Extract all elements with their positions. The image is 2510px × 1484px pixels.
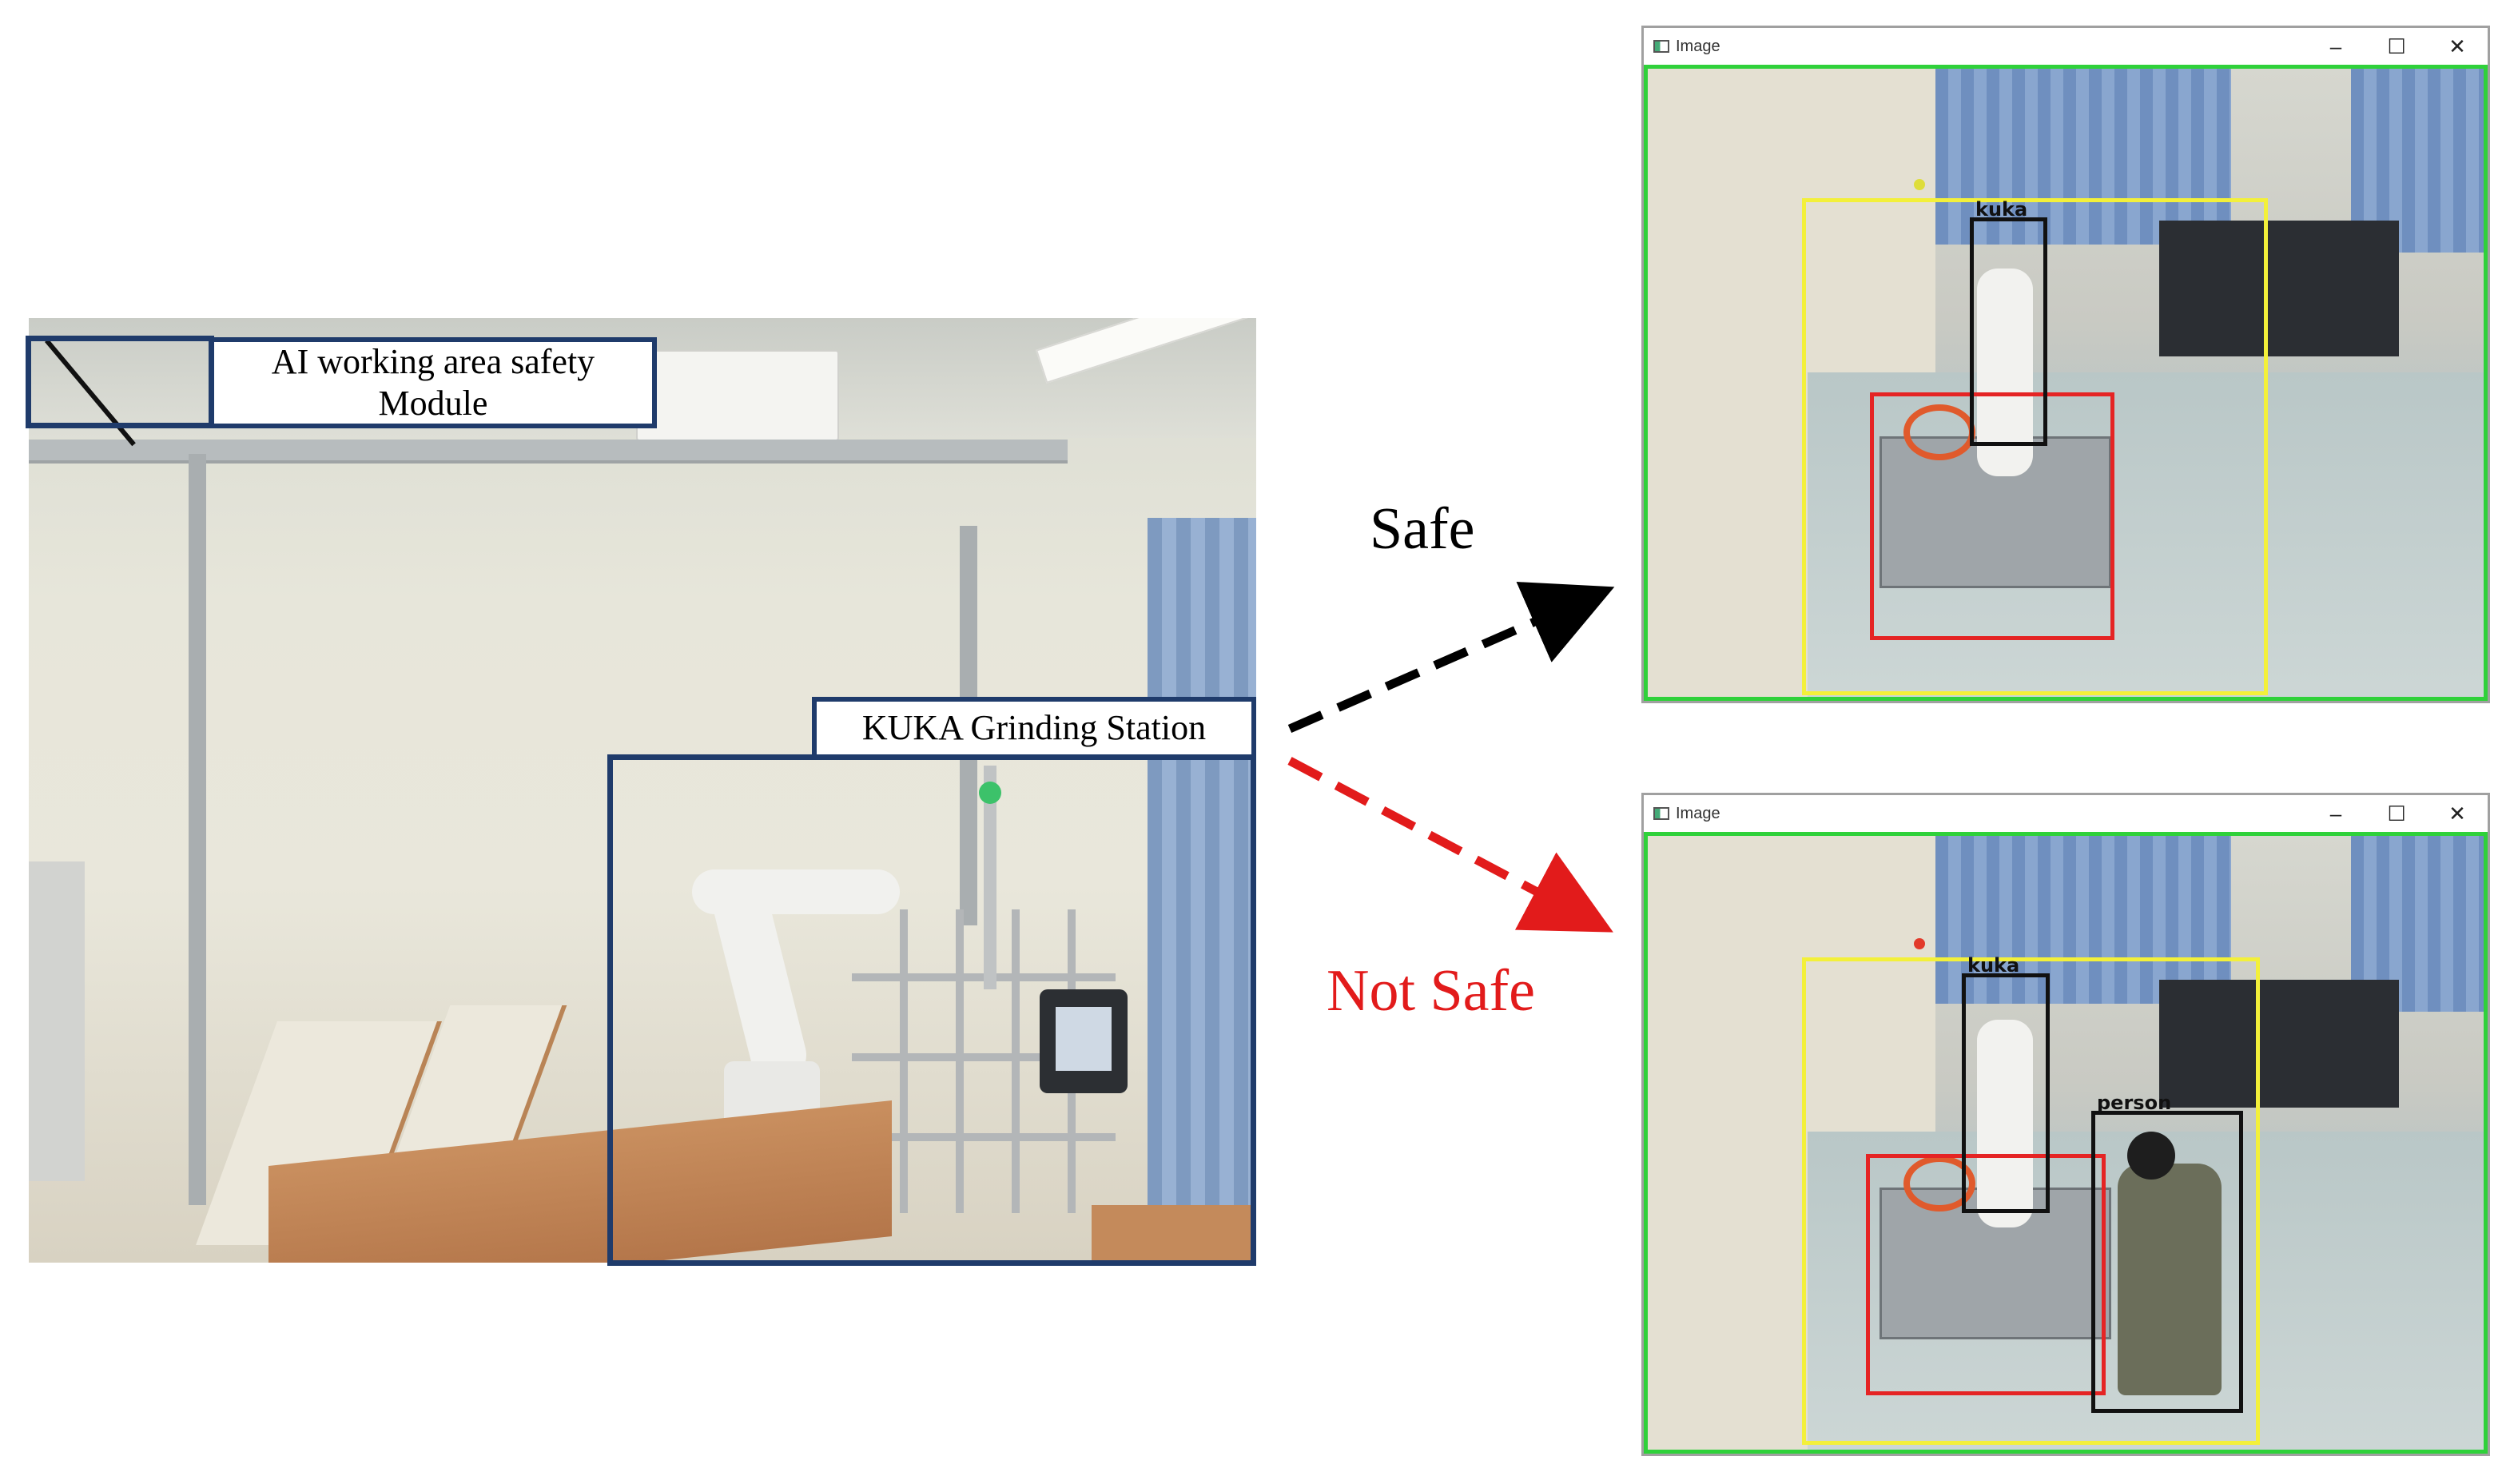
workstation-desk [2159,221,2399,356]
kuka-robot [1977,1020,2033,1227]
safe-arrow [1287,582,1615,734]
maximize-button[interactable]: ☐ [2387,34,2406,58]
window-titlebar: Image – ☐ ✕ [1644,795,2488,832]
person-head [2127,1132,2175,1180]
app-icon [1653,40,1669,53]
window-title: Image [1676,37,1720,55]
beacon-light [1914,938,1925,949]
window-title: Image [1676,804,1720,822]
window-titlebar: Image – ☐ ✕ [1644,28,2488,65]
beacon-light [1914,179,1925,190]
curtain [1935,69,2231,245]
danger-zone-box [1870,392,2114,640]
working-area-box [1802,957,2260,1445]
orange-cable [1903,1156,1975,1211]
window-curtain [1148,518,1256,1263]
robot-left-edge [29,861,85,1181]
maximize-button[interactable]: ☐ [2387,801,2406,826]
signal-light-green [979,782,1001,804]
person-body [2118,1164,2222,1395]
workstation-desk [2159,980,2399,1108]
app-icon [1653,807,1669,820]
safe-caption: Safe [1370,496,1475,562]
close-button[interactable]: ✕ [2448,34,2466,58]
pendant-screen [1056,1007,1112,1071]
danger-zone-box [1866,1154,2106,1395]
kuka-detection-label: kuka [1967,954,2020,977]
minimize-button[interactable]: – [2329,801,2342,826]
module-label: AI working area safety Module [209,337,657,428]
person-detection-label: person [2097,1092,2172,1114]
close-button[interactable]: ✕ [2448,801,2466,826]
camera-view: kuka [1644,65,2488,701]
not-safe-caption: Not Safe [1327,958,1535,1024]
camera-view: kuka person [1644,832,2488,1454]
kuka-robot [1977,269,2033,476]
conduit-pipe-vertical [189,454,206,1205]
safe-detection-window: Image – ☐ ✕ kuka [1641,26,2490,703]
station-label: KUKA Grinding Station [812,697,1256,759]
kuka-detection-box: kuka [1962,955,2050,1213]
signal-tower [984,766,996,989]
working-area-box [1802,198,2268,695]
teach-pendant [1040,989,1128,1093]
lab-photo [29,318,1256,1263]
minimize-button[interactable]: – [2329,34,2342,58]
person-detection-box: person [2091,1092,2243,1413]
not-safe-arrow [1287,757,1613,933]
wooden-desk [1092,1205,1256,1263]
not-safe-detection-window: Image – ☐ ✕ kuka person [1641,793,2490,1456]
kuka-detection-label: kuka [1975,198,2028,221]
kuka-detection-box: kuka [1970,199,2047,446]
